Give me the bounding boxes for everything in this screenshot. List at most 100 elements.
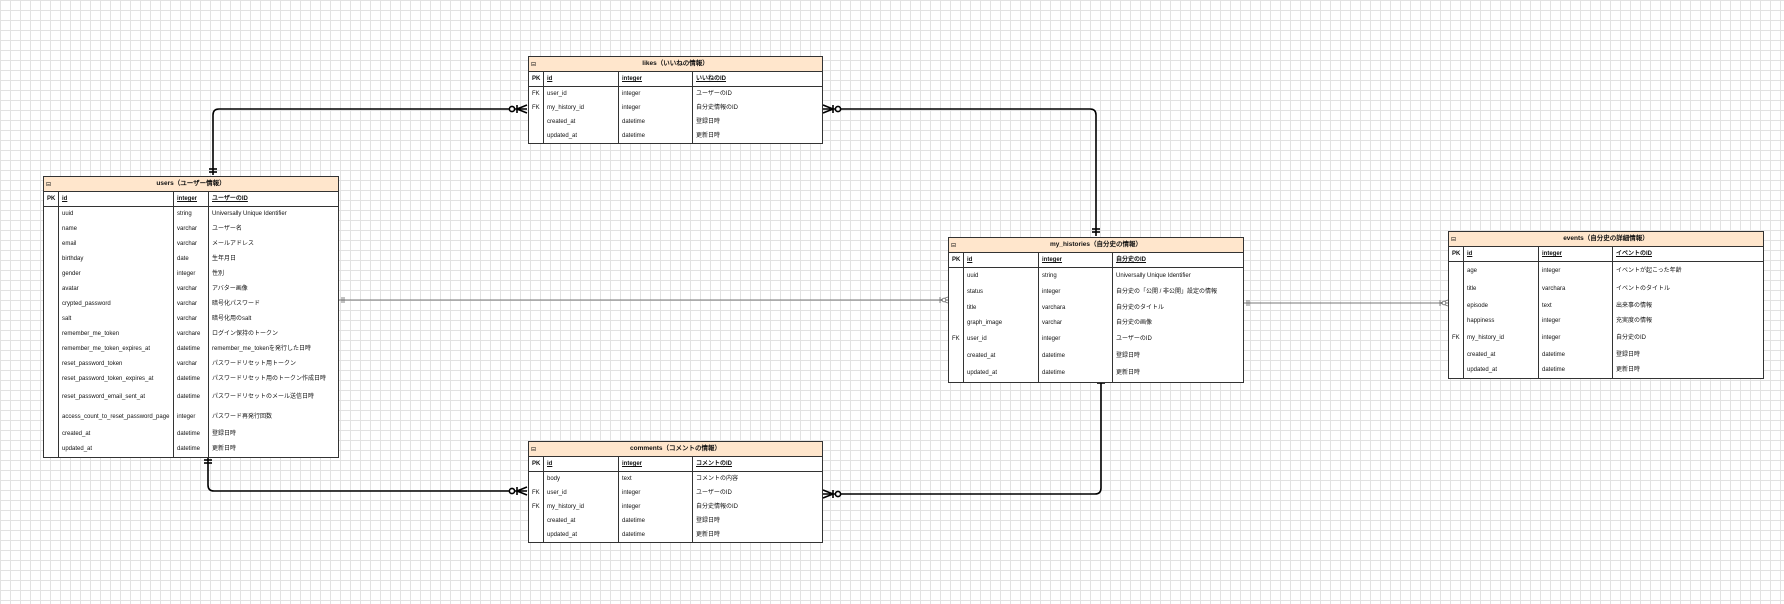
column-comment: 生年月日: [212, 256, 237, 262]
column-type: datetime: [622, 119, 646, 125]
column-type: integer: [177, 414, 196, 420]
column-comment: 充実度の情報: [1616, 318, 1653, 324]
minus-icon[interactable]: ⊟: [46, 182, 52, 188]
column-type: integer: [622, 76, 643, 82]
column-divider: [692, 72, 693, 143]
minus-icon[interactable]: ⊟: [1451, 237, 1457, 243]
table-title: users（ユーザー情報）: [156, 180, 226, 187]
column-comment: 登録日時: [1116, 353, 1141, 359]
column-comment: コメントの内容: [696, 476, 739, 482]
minus-icon[interactable]: ⊟: [951, 243, 957, 249]
column-divider: [1538, 247, 1539, 378]
column-comment: 登録日時: [1616, 352, 1641, 358]
minus-icon[interactable]: ⊟: [531, 62, 537, 68]
column-name: salt: [62, 316, 72, 322]
table-header[interactable]: ⊟ likes（いいねの情報）: [529, 57, 822, 72]
column-name: avatar: [62, 286, 79, 292]
column-comment: コメントのID: [696, 461, 733, 467]
rel-users-myhistories: [338, 296, 949, 304]
column-name: happiness: [1467, 318, 1495, 324]
column-comment: ユーザー名: [212, 226, 242, 232]
column-type: string: [177, 211, 192, 217]
column-type: varchara: [1542, 286, 1566, 292]
key-cell: FK: [952, 336, 960, 342]
column-comment: 出来事の情報: [1616, 303, 1653, 309]
table-header[interactable]: ⊟ events（自分史の詳細情報）: [1449, 232, 1763, 247]
table-title: comments（コメントの情報）: [629, 445, 721, 452]
table-header[interactable]: ⊟ users（ユーザー情報）: [44, 177, 338, 192]
table-header[interactable]: ⊟ comments（コメントの情報）: [529, 442, 822, 457]
column-comment: 自分史の画像: [1116, 320, 1153, 326]
column-name: my_history_id: [1467, 335, 1505, 341]
column-name: updated_at: [1467, 367, 1498, 373]
table-header[interactable]: ⊟ my_histories（自分史の情報）: [949, 238, 1243, 253]
rel-myhistories-comments: [822, 376, 1105, 499]
column-comment: ユーザーのID: [696, 490, 732, 496]
column-name: name: [62, 226, 78, 232]
column-type: integer: [622, 490, 641, 496]
column-comment: ユーザーのID: [1116, 336, 1152, 342]
column-name: uuid: [62, 211, 74, 217]
key-cell: FK: [532, 490, 540, 496]
column-type: datetime: [177, 446, 201, 452]
minus-icon[interactable]: ⊟: [531, 447, 537, 453]
column-type: datetime: [177, 346, 201, 352]
table-title: likes（いいねの情報）: [642, 60, 709, 67]
column-divider: [1612, 247, 1613, 378]
column-comment: パスワードリセット用トークン: [212, 361, 297, 367]
column-name: created_at: [1467, 352, 1496, 358]
